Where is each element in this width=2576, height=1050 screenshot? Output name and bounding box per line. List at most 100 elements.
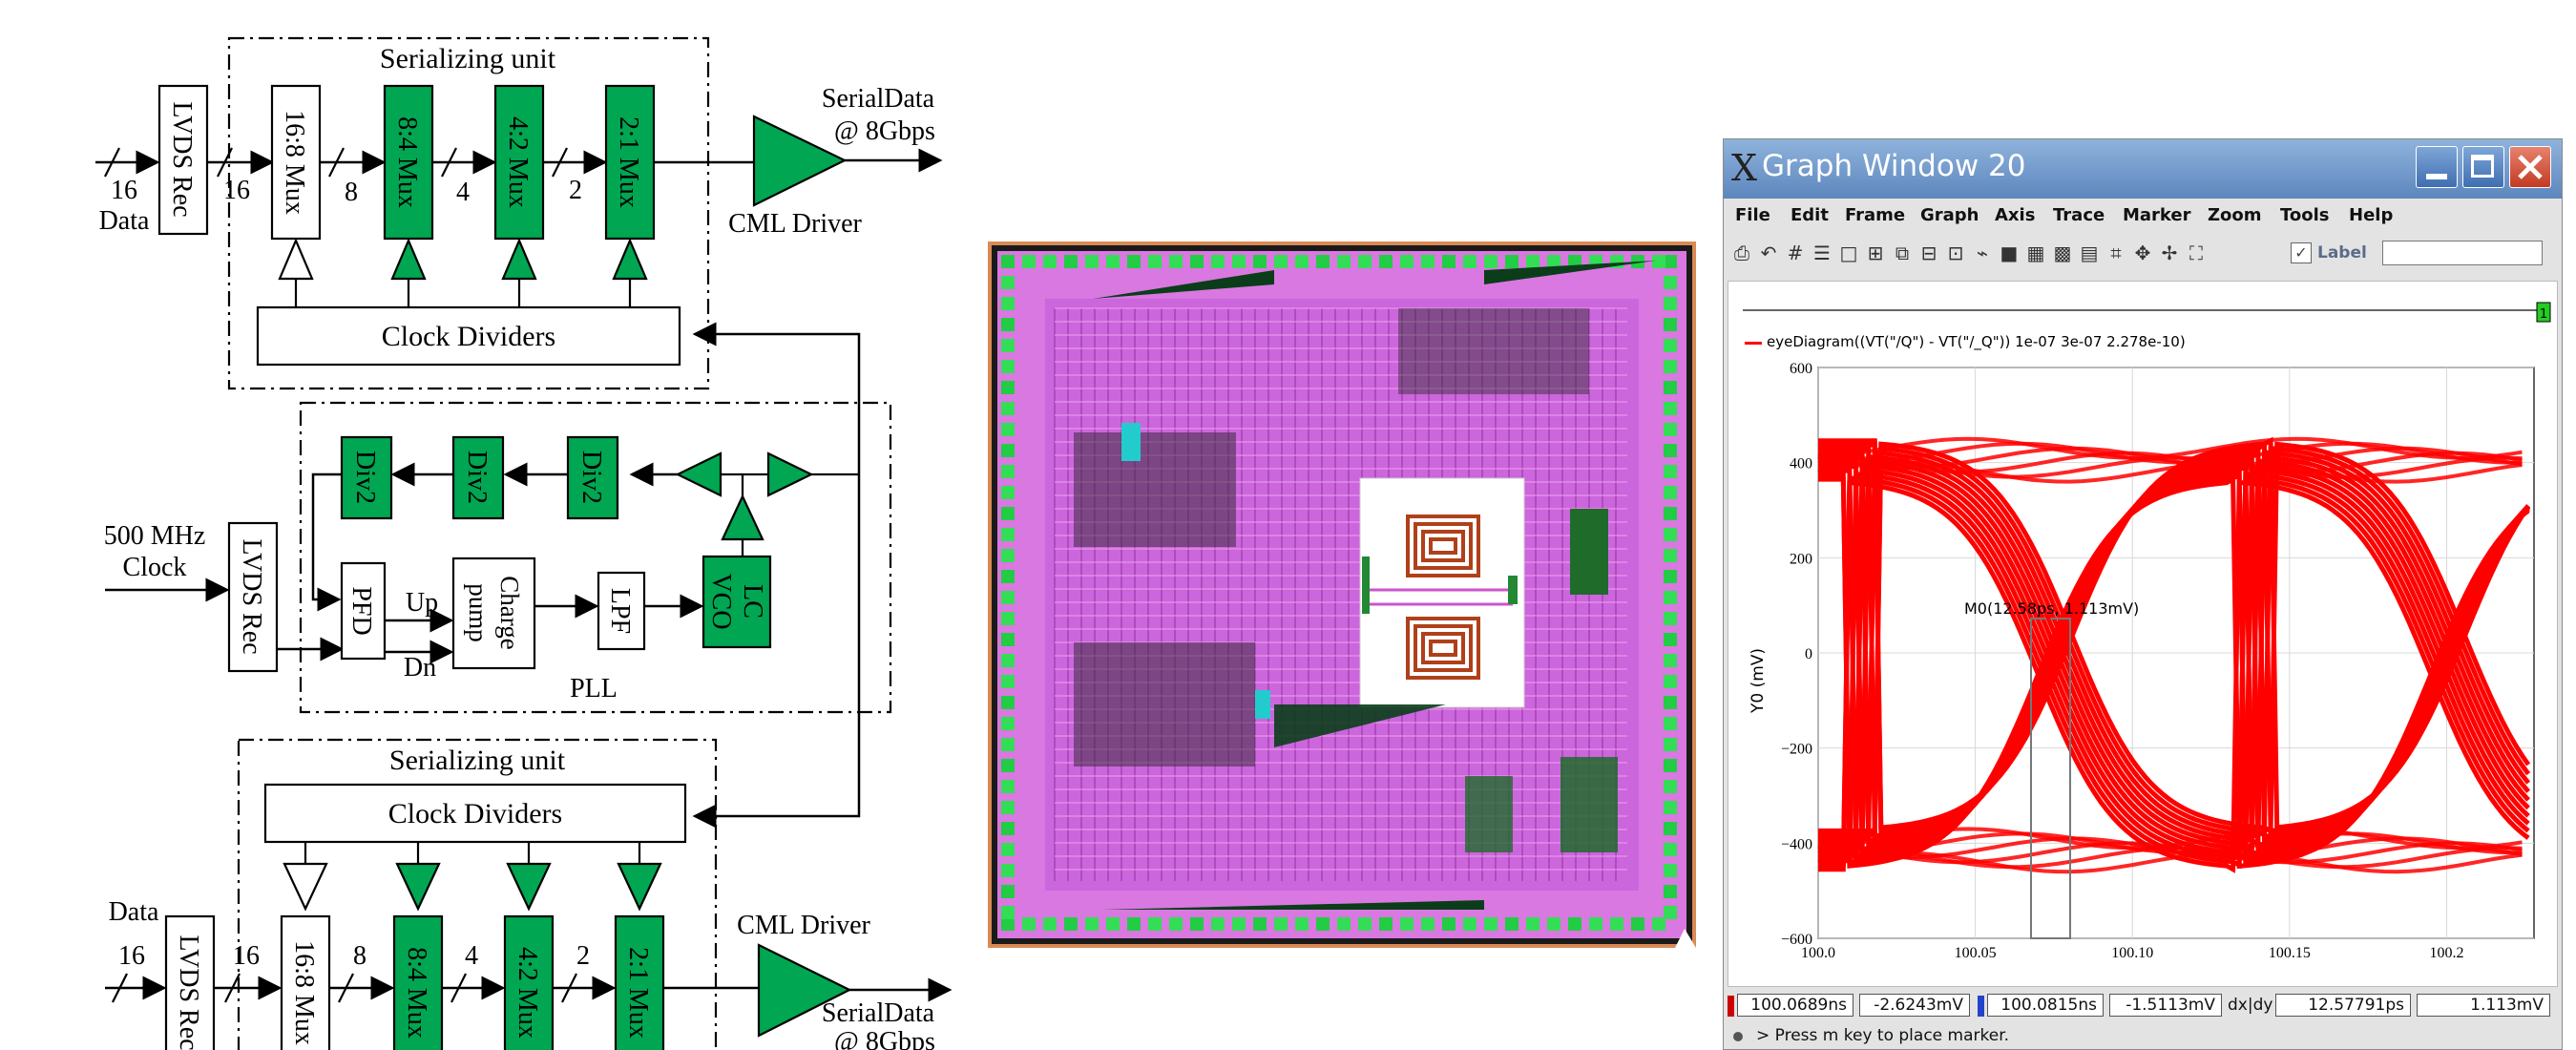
bond-pad	[1001, 276, 1015, 289]
y-tick-label: −200	[1781, 742, 1812, 758]
menu-graph[interactable]: Graph	[1920, 205, 1979, 225]
eye-diagram-chart[interactable]: 1 eyeDiagram((VT("/Q") - VT("/_Q")) 1e-0…	[1728, 282, 2557, 986]
top-mux-8-4-label: 8:4 Mux	[392, 116, 422, 208]
bond-pad	[1664, 528, 1677, 541]
bond-pad	[1316, 917, 1330, 931]
bottom-bus-4: 4	[465, 941, 478, 971]
zoom-fit-icon[interactable]: ⌗	[2105, 242, 2126, 263]
menu-help[interactable]: Help	[2349, 205, 2393, 225]
maximize-button[interactable]	[2462, 146, 2504, 188]
bond-pad	[1664, 717, 1677, 730]
copy-graph-icon[interactable]: ⧉	[1892, 242, 1913, 263]
pll-vco-buffer	[723, 496, 763, 539]
layers-icon[interactable]: ▩	[2052, 242, 2073, 263]
bond-pad	[1421, 255, 1435, 268]
pll-up-label: Up	[406, 588, 438, 618]
pll-vco-line1: LC	[738, 584, 767, 619]
x11-logo-icon: X	[1731, 149, 1766, 187]
status-icon	[1733, 1032, 1743, 1041]
bond-pad	[1400, 255, 1414, 268]
graph-window: X Graph Window 20 File Edit Frame Graph …	[1723, 138, 2563, 1050]
bond-pad	[1358, 255, 1372, 268]
zoom-x-icon[interactable]: ✢	[2159, 242, 2180, 263]
split-icon[interactable]: ⊟	[1918, 242, 1939, 263]
pll-title: PLL	[570, 674, 618, 704]
menu-edit[interactable]: Edit	[1791, 205, 1829, 225]
minimize-button[interactable]	[2416, 146, 2458, 188]
undo-icon[interactable]: ↶	[1758, 242, 1779, 263]
pll-pfd-label: PFD	[346, 586, 376, 635]
zoom-box-icon[interactable]: ⛶	[2186, 242, 2207, 263]
bond-pad	[1001, 570, 1015, 583]
bond-pad	[1664, 696, 1677, 709]
strip-icon[interactable]: ☰	[1812, 242, 1833, 263]
menu-frame[interactable]: Frame	[1845, 205, 1905, 225]
marker-a-y[interactable]: -2.6243mV	[1859, 994, 1970, 1017]
bond-pad	[1664, 633, 1677, 646]
grid-icon[interactable]: #	[1785, 242, 1806, 263]
bond-pad	[1664, 360, 1677, 373]
bond-pad	[1001, 528, 1015, 541]
bond-pad	[1001, 864, 1015, 877]
pll-div1-label: Div2	[350, 451, 380, 504]
bond-pad	[1001, 654, 1015, 667]
menu-trace[interactable]: Trace	[2053, 205, 2105, 225]
delta-y[interactable]: 1.113mV	[2417, 994, 2550, 1017]
pll-vco-line2: VCO	[706, 573, 736, 629]
bond-pad	[1001, 917, 1015, 931]
y-tick-label: 0	[1805, 646, 1812, 662]
top-clock-buffer-2	[392, 241, 425, 279]
bond-pad	[1664, 402, 1677, 415]
menu-zoom[interactable]: Zoom	[2208, 205, 2262, 225]
overlay-icon[interactable]: ▦	[2025, 242, 2046, 263]
table-icon[interactable]: ▤	[2079, 242, 2100, 263]
fill-icon[interactable]: ■	[1999, 242, 2020, 263]
marker-b-x[interactable]: 100.0815ns	[1987, 994, 2104, 1017]
add-subwindow-icon[interactable]: ⊞	[1865, 242, 1886, 263]
menu-file[interactable]: File	[1735, 205, 1770, 225]
y-tick-label: −400	[1781, 836, 1812, 852]
top-serializer-title: Serializing unit	[380, 43, 556, 74]
bond-pad	[1295, 255, 1309, 268]
bottom-clock-buffer-1	[284, 864, 326, 909]
top-input-width: 16	[111, 176, 137, 205]
bond-pad	[1295, 917, 1309, 931]
print-icon[interactable]: ⎙	[1731, 242, 1752, 263]
menu-tools[interactable]: Tools	[2280, 205, 2330, 225]
menu-bar: File Edit Frame Graph Axis Trace Marker …	[1724, 199, 2562, 231]
x-tick-label: 100.0	[1801, 945, 1835, 961]
marker-b-y[interactable]: -1.5113mV	[2109, 994, 2222, 1017]
pll-charge-pump-line2: pump	[464, 583, 492, 642]
label-input[interactable]	[2382, 241, 2543, 265]
marker-badge-text: 1	[2540, 307, 2547, 322]
menu-marker[interactable]: Marker	[2123, 205, 2191, 225]
new-window-icon[interactable]: ⊡	[1945, 242, 1966, 263]
label-checkbox[interactable]: ✓	[2291, 242, 2312, 263]
top-bus-2: 2	[569, 176, 582, 205]
bond-pad	[1664, 885, 1677, 898]
bond-pad	[1664, 864, 1677, 877]
bond-pad	[1379, 255, 1393, 268]
close-button[interactable]	[2509, 146, 2551, 188]
bottom-clock-buffer-2	[397, 864, 439, 909]
menu-axis[interactable]: Axis	[1995, 205, 2035, 225]
top-cml-driver	[754, 116, 845, 205]
bond-pad	[1400, 917, 1414, 931]
plot-area[interactable]: 1 eyeDiagram((VT("/Q") - VT("/_Q")) 1e-0…	[1728, 281, 2558, 987]
bottom-mux-8-4-label: 8:4 Mux	[402, 947, 431, 1039]
title-bar[interactable]: X Graph Window 20	[1724, 139, 2562, 199]
pan-icon[interactable]: ✥	[2132, 242, 2153, 263]
marker-a-x[interactable]: 100.0689ns	[1737, 994, 1853, 1017]
chip-layout-image	[988, 242, 1696, 948]
bond-pad	[1664, 318, 1677, 331]
bond-pad	[1001, 843, 1015, 856]
delta-x[interactable]: 12.57791ps	[2275, 994, 2411, 1017]
bond-pad	[1001, 759, 1015, 772]
bond-pad	[1043, 255, 1057, 268]
bond-pad	[1664, 801, 1677, 814]
trace-icon[interactable]: ⌁	[1972, 242, 1993, 263]
bond-pad	[1001, 822, 1015, 835]
frame-icon[interactable]: □	[1838, 242, 1859, 263]
bottom-mux-16-8-label: 16:8 Mux	[289, 940, 319, 1045]
bottom-bus-8: 8	[353, 941, 367, 971]
